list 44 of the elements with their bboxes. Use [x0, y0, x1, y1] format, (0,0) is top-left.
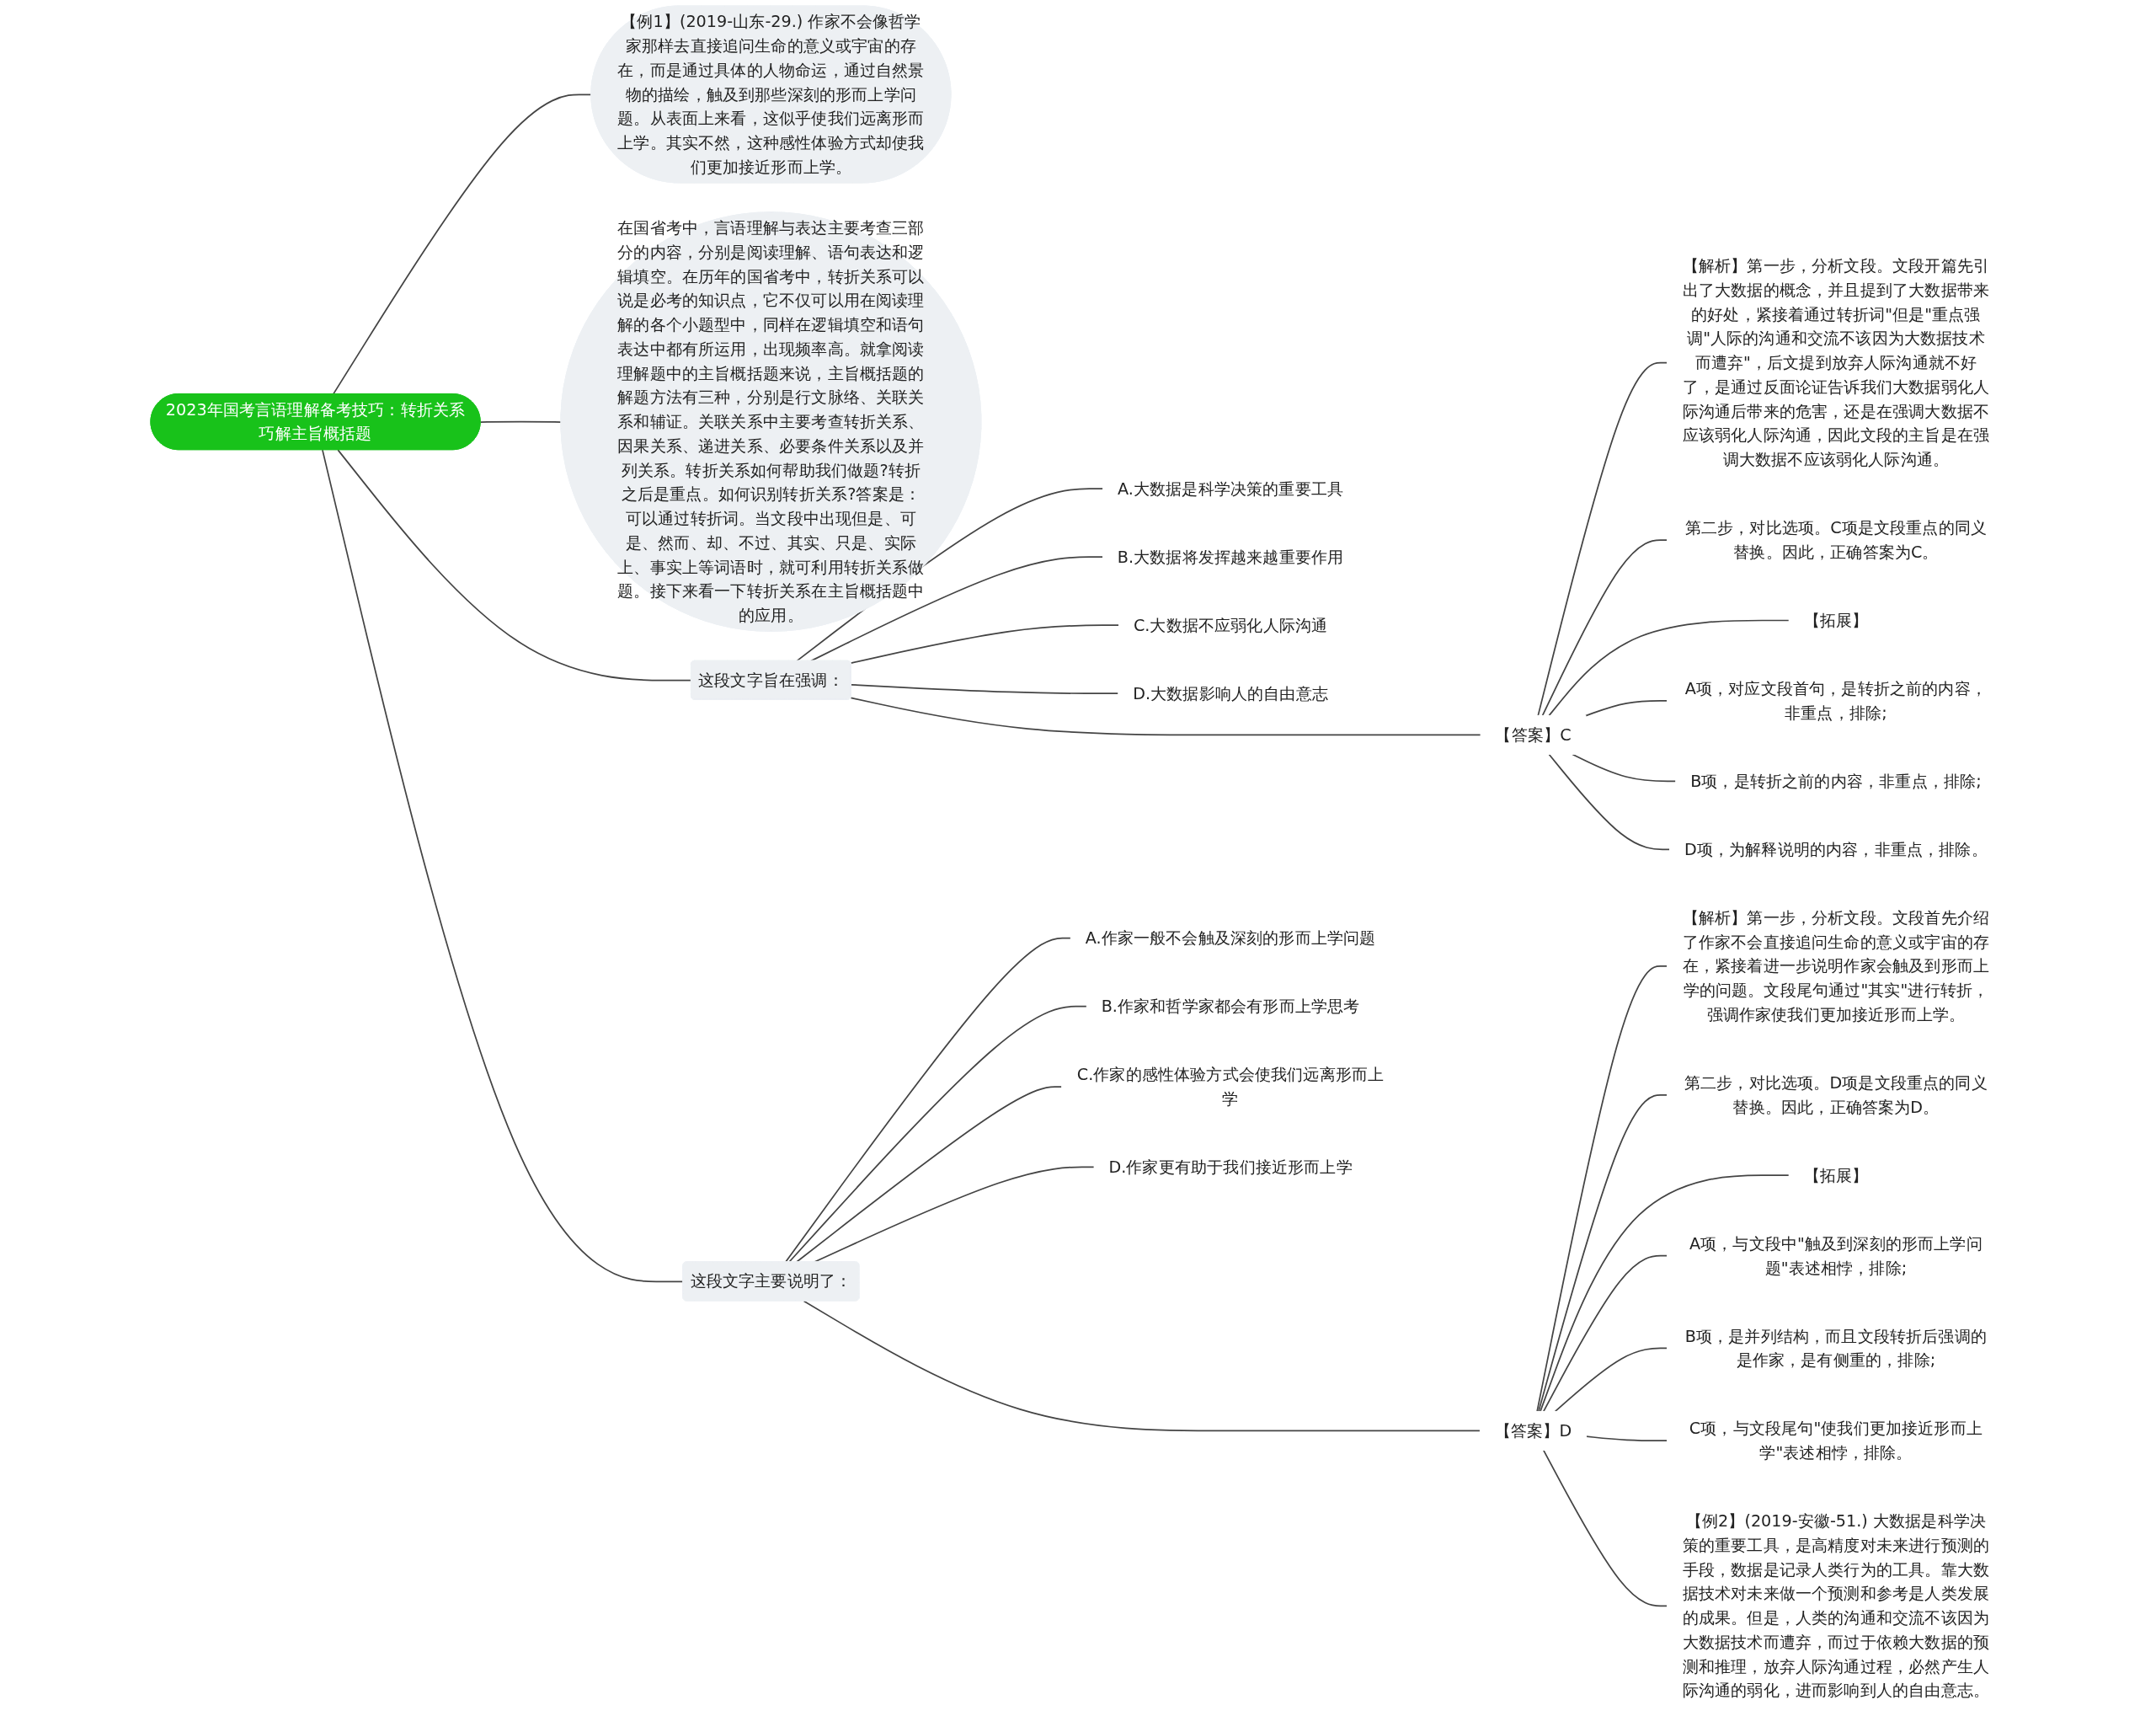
node-text: B项，是并列结构，而且文段转折后强调的是作家，是有侧重的，排除;	[1685, 1327, 1988, 1370]
node-text: 【解析】第一步，分析文段。文段首先介绍了作家不会直接追问生命的意义或宇宙的存在，紧接着进一步说明作家会触及到形而上学的问题。文段尾句通过"其实"进行转折，强调作家使我们更加接近形而上学。	[1683, 908, 1990, 1024]
connector	[1536, 965, 1668, 1413]
connector	[1572, 753, 1677, 783]
connector	[803, 1300, 1481, 1432]
connector	[333, 94, 593, 395]
node-text: A项，与文段中"触及到深刻的形而上学问题"表述相悖，排除;	[1689, 1234, 1983, 1277]
connector	[1586, 1435, 1668, 1442]
connector	[1548, 619, 1790, 717]
node-text: C项，与文段尾句"使我们更加接近形而上学"表述相悖，排除。	[1689, 1419, 1983, 1462]
node-text: A项，对应文段首句，是转折之前的内容，非重点，排除;	[1685, 679, 1988, 723]
node-text: A.大数据是科学决策的重要工具	[1118, 479, 1344, 498]
node-text: B.作家和哲学家都会有形而上学思考	[1102, 997, 1360, 1016]
node-text: 第二步，对比选项。D项是文段重点的同义替换。因此，正确答案为D。	[1684, 1073, 1988, 1117]
node-text: D.作家更有助于我们接近形而上学	[1108, 1157, 1353, 1177]
connector	[850, 624, 1120, 664]
connector	[850, 697, 1482, 736]
node-text: A.作家一般不会触及深刻的形而上学问题	[1086, 928, 1376, 948]
connector	[1537, 361, 1668, 717]
node-text: 第二步，对比选项。C项是文段重点的同义替换。因此，正确答案为C。	[1685, 518, 1988, 562]
node-text: 【答案】C	[1495, 725, 1572, 745]
connector	[1538, 1093, 1668, 1413]
connector	[480, 420, 563, 423]
node-text: 【解析】第一步，分析文段。文段开篇先引出了大数据的概念，并且提到了大数据带来的好处，紧接着通过转折词"但是"重点强调"人际的沟通和交流不该因为大数据技术而遭弃"，后文提到放弃人际沟通就不好了，是通过反面论证告诉我们大数据弱化人际沟通后带来的危害，还是在强调大数据不应该弱化人际沟通，因此文段的主旨是在强调大数据不应该弱化人际沟通。	[1683, 256, 1990, 469]
connector	[1548, 753, 1671, 851]
connector	[810, 556, 1104, 662]
connector	[1555, 1347, 1668, 1413]
connector	[322, 449, 685, 1283]
node-text: D.大数据影响人的自由意志	[1133, 684, 1329, 703]
node-text: D项，为解释说明的内容，非重点，排除。	[1684, 840, 1988, 859]
connector	[1540, 1174, 1790, 1413]
node-text: B.大数据将发挥越来越重要作用	[1118, 548, 1344, 567]
node-text: C.作家的感性体验方式会使我们远离形而上学	[1077, 1065, 1385, 1109]
connector	[1542, 539, 1668, 717]
node-text: 【答案】D	[1495, 1421, 1572, 1441]
connector	[1543, 1449, 1668, 1607]
connector	[1543, 1254, 1668, 1413]
connector	[1585, 700, 1668, 717]
node-text: 【例2】(2019-安徽-51.) 大数据是科学决策的重要工具，是高精度对未来进行预测的手段，数据是记录人类行为的工具。靠大数据技术对未来做一个预测和参考是人类发展的成果。但是，人类的沟通和交流不该因为大数据技术而遭弃，而过于依赖大数据的预测和推理，放弃人际沟通过程，必然产生人际沟通的弱化，进而影响到人的自由意志。	[1683, 1511, 1990, 1700]
node-text: C.大数据不应弱化人际沟通	[1134, 616, 1328, 635]
node-text: 【拓展】	[1803, 611, 1869, 630]
node-text: B项，是转折之前的内容，非重点，排除;	[1690, 772, 1983, 791]
connector	[851, 683, 1119, 695]
node-text: 【拓展】	[1803, 1166, 1869, 1185]
